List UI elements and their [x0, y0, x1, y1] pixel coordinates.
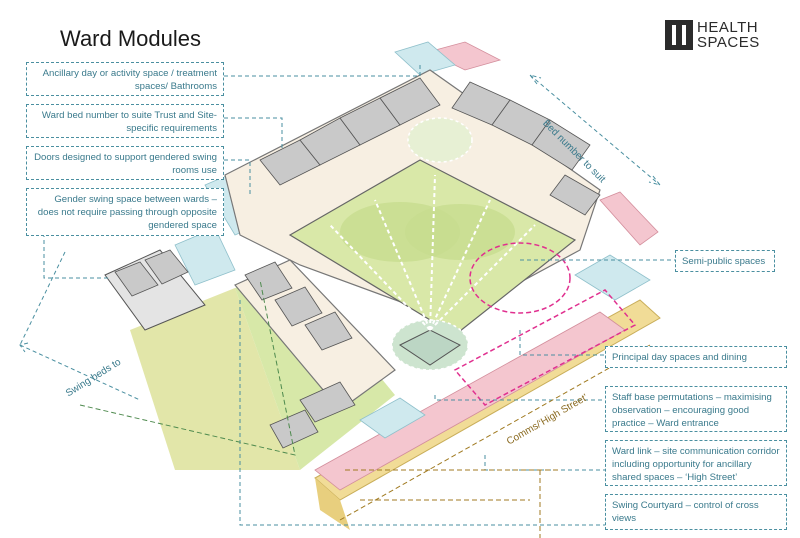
callout-gender-swing-space: Gender swing space between wards – does …: [26, 188, 224, 236]
pink-module-right: [599, 191, 659, 246]
bedroom-bays: [259, 77, 601, 216]
callout-principal-day: Principal day spaces and dining: [605, 346, 787, 368]
callout-swing-courtyard: Swing Courtyard – control of cross views: [605, 494, 787, 530]
logo-wordmark: HEALTH SPACES: [697, 20, 760, 50]
callout-semi-public: Semi-public spaces: [675, 250, 775, 272]
cyan-module-top: [394, 41, 456, 76]
high-street-leaders: [339, 344, 651, 538]
left-swing-bays: [114, 249, 189, 297]
health-spaces-logo-mark: [665, 20, 693, 50]
staff-base-top: [407, 117, 473, 163]
cross-view-lines: [329, 174, 536, 331]
page-title: Ward Modules: [60, 26, 202, 51]
swing-courtyard: [130, 288, 300, 470]
ward-entrance: [399, 329, 461, 366]
callout-staff-base: Staff base permutations – maximising obs…: [605, 386, 787, 432]
cyan-module-left-2: [174, 227, 236, 286]
courtyard-leader: [79, 279, 296, 456]
ward-link-lower: [315, 478, 350, 530]
link-cyan-block-1: [359, 397, 426, 439]
link-cyan-block-2: [574, 254, 651, 301]
callout-ward-bed-number: Ward bed number to suite Trust and Site-…: [26, 104, 224, 138]
callout-ancillary-spaces: Ancillary day or activity space / treatm…: [26, 62, 224, 96]
health-spaces-logo: HEALTH SPACES: [665, 20, 760, 50]
callout-ward-link: Ward link – site communication corridor …: [605, 440, 787, 486]
lower-bedroom-bays: [244, 261, 356, 449]
callout-gendered-doors: Doors designed to support gendered swing…: [26, 146, 224, 180]
logo-line-1: HEALTH: [697, 19, 759, 36]
courtyard-lawn-right: [405, 204, 515, 260]
logo-line-2: SPACES: [697, 34, 760, 51]
semi-public-zone: [469, 242, 571, 314]
principal-day-zone: [453, 289, 637, 406]
